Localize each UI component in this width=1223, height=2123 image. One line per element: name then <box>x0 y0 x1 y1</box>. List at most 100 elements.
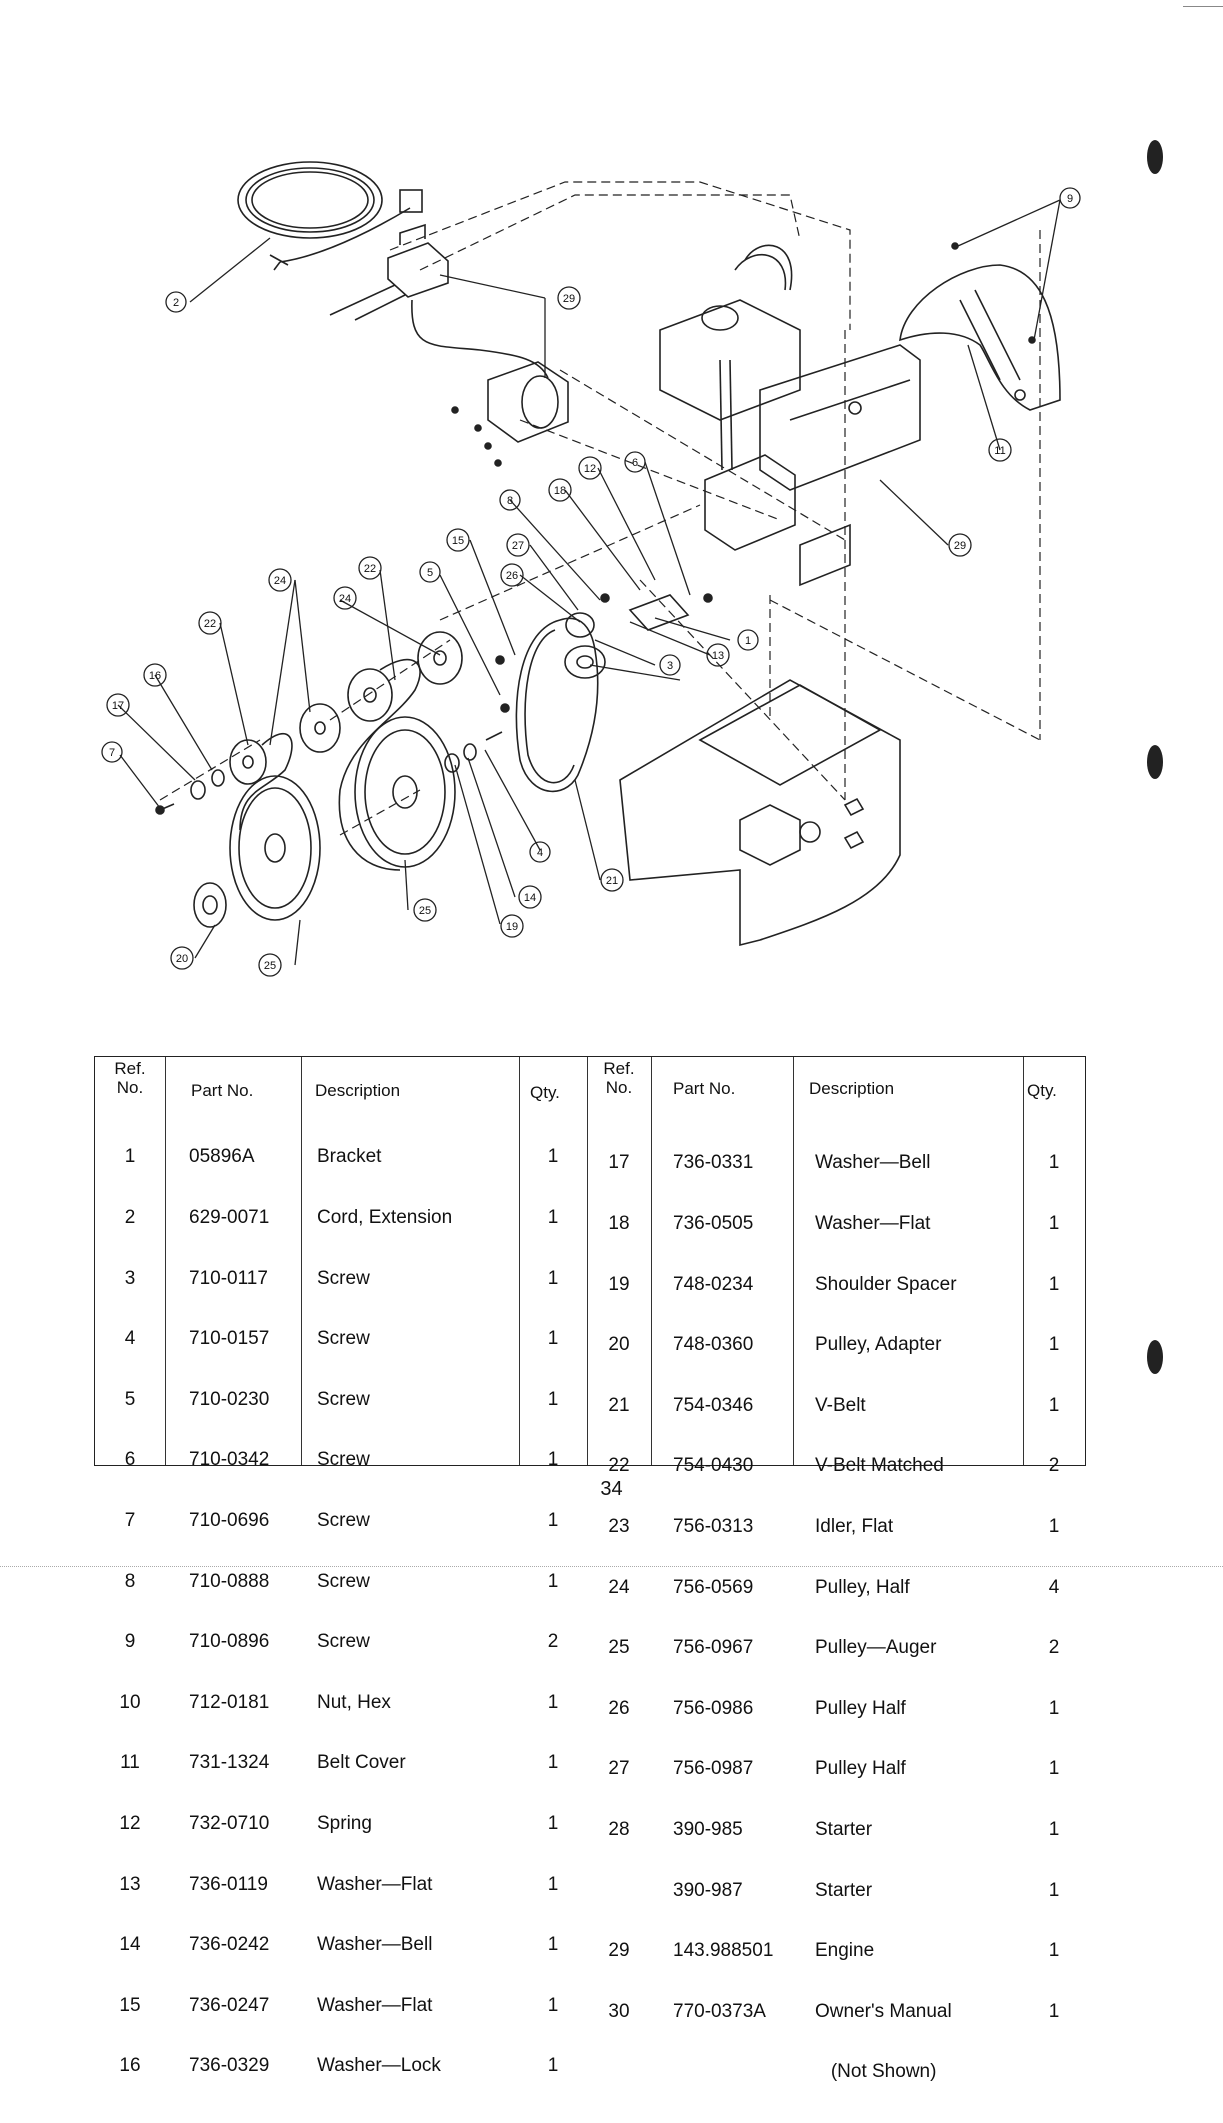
extension-cord <box>237 161 423 271</box>
description: Starter <box>815 1818 873 1840</box>
table-divider <box>519 1057 520 1465</box>
qty: 1 <box>1048 1152 1060 1174</box>
auger-pulleys <box>229 716 456 921</box>
ref-no: 17 <box>608 1152 630 1174</box>
left-ref-column: 1 2 3 4 5 6 7 8 9 10 11 12 13 14 15 16 <box>95 1107 165 2117</box>
description: Spring <box>317 1812 372 1834</box>
description: Screw <box>317 1509 370 1531</box>
callout-14: 14 <box>518 885 542 909</box>
callout-19: 18 <box>548 478 572 502</box>
part-no: 736-0247 <box>189 1994 270 2016</box>
svg-text:24: 24 <box>339 593 351 605</box>
svg-text:5: 5 <box>427 567 433 579</box>
qty: 2 <box>1048 1455 1060 1477</box>
callout-25b: 25 <box>258 953 282 977</box>
qty: 1 <box>1048 2000 1060 2022</box>
description: Shoulder Spacer <box>815 1273 957 1295</box>
ref-no: 30 <box>608 2000 630 2022</box>
callout-5: 5 <box>419 561 441 583</box>
table-divider <box>587 1057 588 1465</box>
qty: 2 <box>547 1631 559 1653</box>
ref-no: 1 <box>124 1146 136 1168</box>
ref-no: 3 <box>124 1267 136 1289</box>
callout-17: 17 <box>106 693 130 717</box>
header-part-no: Part No. <box>673 1079 736 1098</box>
qty: 1 <box>547 1873 559 1895</box>
header-ref-no: Ref. No. <box>603 1059 635 1097</box>
description: Washer—Bell <box>815 1152 931 1174</box>
ref-no: 22 <box>608 1455 630 1477</box>
ref-no: 18 <box>608 1213 630 1234</box>
part-no: 736-0505 <box>673 1213 754 1234</box>
callout-2: 2 <box>165 291 187 313</box>
part-no: 754-0346 <box>673 1394 754 1416</box>
description: Washer—Lock <box>317 2055 441 2077</box>
callout-24b: 24 <box>268 568 292 592</box>
right-qty-column: 1 1 1 1 1 2 1 4 2 1 1 1 1 1 1 <box>1023 1113 1085 2123</box>
ref-no: 9 <box>124 1631 136 1653</box>
qty: 1 <box>547 2055 559 2077</box>
qty: 1 <box>547 1509 559 1531</box>
svg-text:15: 15 <box>452 535 464 547</box>
qty: 1 <box>1048 1818 1060 1840</box>
table-divider <box>793 1057 794 1465</box>
callout-20: 20 <box>170 946 194 970</box>
part-no: 143.988501 <box>673 1940 774 1962</box>
qty: 1 <box>547 1328 559 1350</box>
right-ref-column: 17 18 19 20 21 22 23 24 25 26 27 28 29 3… <box>587 1113 651 2123</box>
description: Screw <box>317 1631 370 1653</box>
part-no: 710-0157 <box>189 1328 270 1350</box>
ref-no: 24 <box>608 1576 630 1598</box>
ref-no: 27 <box>608 1758 630 1780</box>
description: Screw <box>317 1267 370 1289</box>
qty: 1 <box>547 1267 559 1289</box>
ref-no: 25 <box>608 1637 630 1659</box>
ref-no: 28 <box>608 1818 630 1840</box>
svg-text:27: 27 <box>512 540 524 552</box>
callout-24a: 24 <box>333 586 357 610</box>
description: V-Belt Matched <box>815 1455 944 1477</box>
description: Washer—Flat <box>815 1213 931 1234</box>
callout-6: 6 <box>624 451 646 473</box>
callout-3: 3 <box>659 654 681 676</box>
description: Cord, Extension <box>317 1207 453 1228</box>
qty: 1 <box>1048 1213 1060 1234</box>
table-divider <box>651 1057 652 1465</box>
ref-no: 29 <box>608 1940 630 1962</box>
table-divider <box>165 1057 166 1465</box>
description: (Not Shown) <box>815 2061 937 2083</box>
part-no: 712-0181 <box>189 1691 270 1713</box>
qty: 1 <box>547 1812 559 1834</box>
callout-28: 29 <box>557 286 581 310</box>
part-no: 748-0234 <box>673 1273 754 1295</box>
frame-plate <box>619 679 901 947</box>
description: Pulley Half <box>815 1697 906 1719</box>
dashed-guide-lines <box>159 181 1041 836</box>
qty: 1 <box>1048 1515 1060 1537</box>
ref-no: 14 <box>119 1934 141 1956</box>
svg-text:7: 7 <box>109 747 115 759</box>
callout-26: 26 <box>500 563 524 587</box>
svg-text:22: 22 <box>364 563 376 575</box>
washers-and-screws <box>155 655 510 815</box>
right-description-column: Washer—Bell Washer—Flat Shoulder Spacer … <box>815 1113 957 2123</box>
description: Screw <box>317 1388 370 1410</box>
description: Bracket <box>317 1146 382 1168</box>
svg-text:12: 12 <box>584 463 596 475</box>
callouts: 2 29 9 11 29 8 18 12 6 15 27 26 5 22 24 … <box>101 187 1081 977</box>
left-part-column: 05896A 629-0071 710-0117 710-0157 710-02… <box>189 1107 269 2117</box>
svg-text:11: 11 <box>994 445 1005 457</box>
part-no: 736-0331 <box>673 1152 754 1174</box>
ref-no: 11 <box>120 1752 140 1774</box>
qty: 1 <box>547 1388 559 1410</box>
svg-text:3: 3 <box>667 660 673 672</box>
qty: 1 <box>1048 1879 1060 1901</box>
ref-no <box>587 1881 651 1901</box>
part-no: 736-0119 <box>189 1873 268 1895</box>
callout-9: 9 <box>1059 187 1081 209</box>
svg-text:14: 14 <box>524 892 536 904</box>
ref-no: 12 <box>119 1812 141 1834</box>
svg-text:29: 29 <box>563 293 575 305</box>
description: Engine <box>815 1940 875 1962</box>
callout-1: 1 <box>737 629 759 651</box>
